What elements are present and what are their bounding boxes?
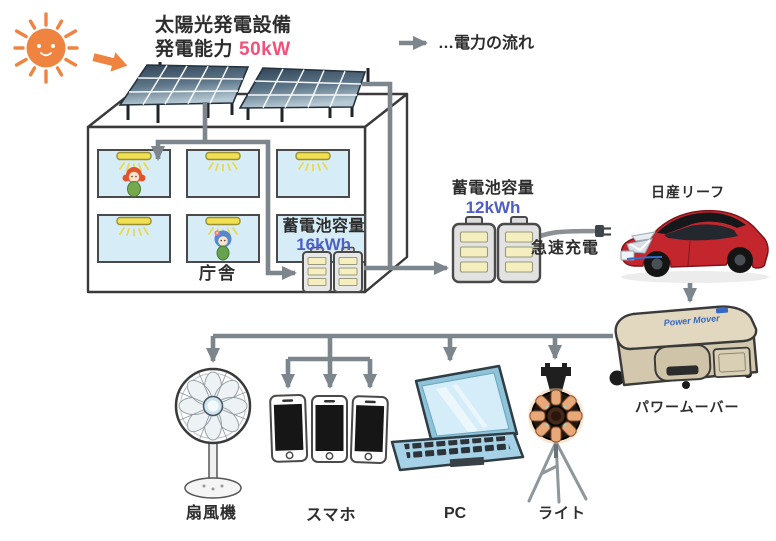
worklight-icon — [527, 363, 588, 504]
fan-label: 扇風機 — [186, 505, 238, 522]
power-mover-label: パワームーバー — [635, 399, 740, 415]
building-label: 庁舎 — [199, 264, 237, 283]
outdoor-battery-icon — [451, 215, 542, 284]
phone-icons — [269, 393, 389, 464]
pc-label: PC — [444, 505, 467, 522]
power-mover-image: Power Mover — [609, 305, 759, 389]
outdoor-battery-value: 12kWh — [465, 198, 521, 217]
fan-icon — [174, 367, 252, 499]
quick-charge-label: 急速充電 — [531, 240, 600, 257]
flow-exterior — [362, 81, 393, 268]
window-2 — [186, 149, 260, 198]
car-image — [620, 209, 769, 283]
person-icon-2 — [214, 230, 232, 261]
light-label: ライト — [538, 505, 587, 522]
phone-icon-3 — [349, 395, 389, 464]
solar-capacity-value: 50kW — [239, 39, 291, 60]
power-flow-lines — [151, 36, 697, 389]
solar-title: 太陽光発電設備 — [155, 15, 292, 36]
sun-arrow-icon — [92, 52, 128, 72]
flow-to-indoor-battery — [205, 139, 297, 280]
solar-capacity-label: 発電能力 — [155, 39, 234, 60]
phones-label: スマホ — [306, 507, 357, 524]
flow-to-window — [151, 139, 205, 161]
outdoor-battery-label: 蓄電池容量 — [451, 180, 535, 197]
window-3 — [276, 149, 350, 198]
sun-icon — [13, 12, 79, 84]
person-icon-1 — [122, 167, 146, 197]
car-label: 日産リーフ — [651, 184, 726, 200]
solar-panel-2 — [238, 67, 367, 109]
phone-icon-2 — [311, 395, 348, 463]
solar-panel-array — [118, 62, 370, 123]
indoor-battery-label: 蓄電池容量 — [282, 218, 365, 235]
phone-icon-1 — [269, 393, 309, 463]
solar-panel-1 — [118, 64, 250, 106]
indoor-battery-value: 16kWh — [296, 235, 351, 254]
building-side — [363, 92, 409, 294]
legend-label: …電力の流れ — [438, 35, 535, 52]
laptop-icon — [390, 364, 525, 472]
plug-icon — [595, 225, 611, 237]
power-mover-brand: Power Mover — [663, 313, 720, 328]
window-4 — [97, 214, 171, 263]
